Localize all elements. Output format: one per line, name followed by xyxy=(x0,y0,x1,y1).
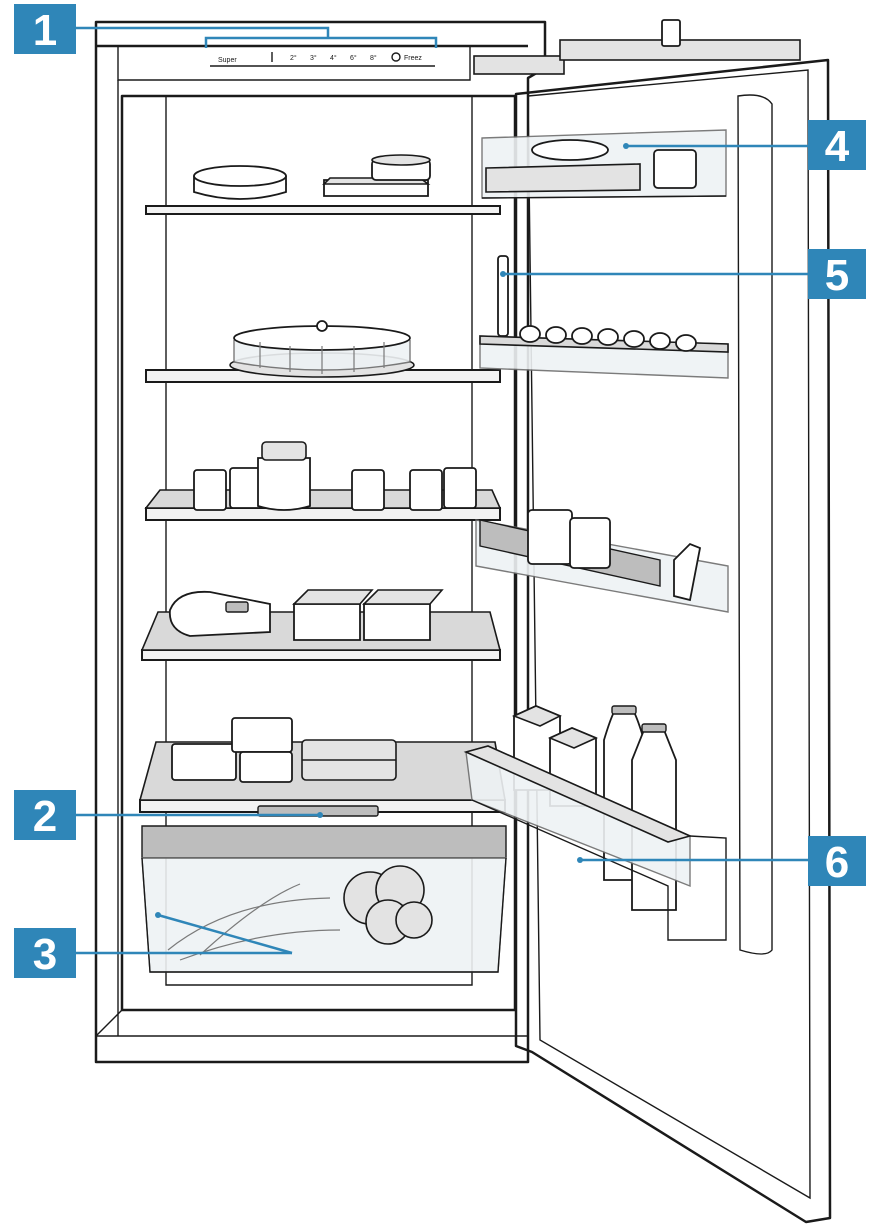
svg-text:6°: 6° xyxy=(350,54,357,62)
svg-text:8°: 8° xyxy=(370,54,377,62)
callout-1: 1 xyxy=(14,4,76,55)
door-compartment xyxy=(481,129,727,199)
svg-text:2°: 2° xyxy=(290,54,297,62)
bottle-shelf xyxy=(463,705,727,941)
shelf-4 xyxy=(140,589,502,661)
callout-5-label: 5 xyxy=(825,251,849,300)
crisper-drawer xyxy=(141,825,507,973)
svg-text:4°: 4° xyxy=(330,54,337,62)
callout-4: 4 xyxy=(808,120,866,171)
callout-5: 5 xyxy=(808,249,866,300)
callout-2: 2 xyxy=(14,790,76,841)
shelf-3 xyxy=(144,441,502,521)
light-switch xyxy=(497,255,509,337)
shelf-1 xyxy=(145,154,501,215)
egg-shelf xyxy=(479,325,729,379)
callout-leaders xyxy=(76,26,808,955)
callout-3-label: 3 xyxy=(33,930,57,979)
control-panel-right-label: Freez xyxy=(404,55,422,62)
callout-1-label: 1 xyxy=(33,6,57,55)
lower-shelf xyxy=(138,717,506,817)
shelf-2 xyxy=(145,320,501,383)
callout-3: 3 xyxy=(14,928,76,979)
callout-4-label: 4 xyxy=(825,122,850,171)
control-panel: Super 2° 3° 4° 6° 8° Freez xyxy=(210,52,435,67)
callout-6: 6 xyxy=(808,836,866,887)
door-shelf-middle xyxy=(475,509,729,613)
svg-text:3°: 3° xyxy=(310,54,317,62)
callout-2-label: 2 xyxy=(33,792,57,841)
callout-6-label: 6 xyxy=(825,838,849,887)
control-panel-left-label: Super xyxy=(218,57,237,64)
